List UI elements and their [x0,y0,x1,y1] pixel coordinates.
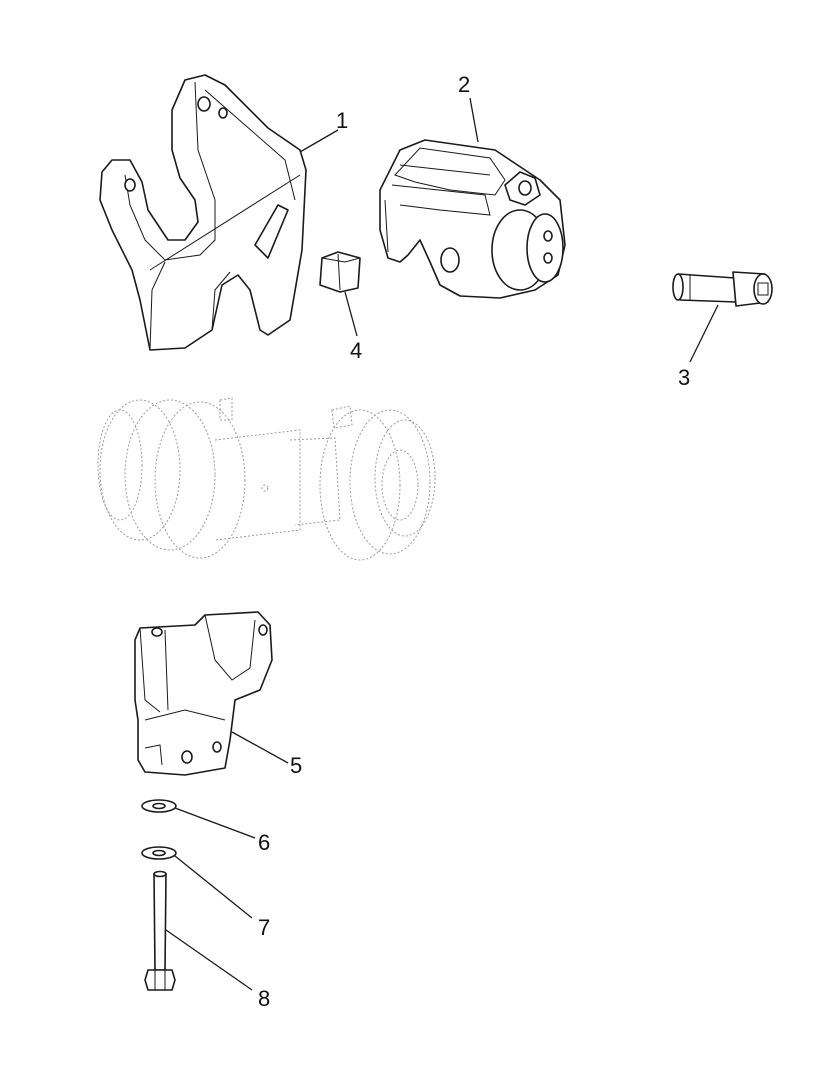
leader-5 [231,731,289,764]
part-2-brake-caliper [379,139,566,299]
callout-1: 1 [336,108,348,133]
part-8-hex-bolt [144,870,176,991]
part-4-bushing [319,251,361,293]
callout-5: 5 [290,753,302,778]
callout-8: 8 [258,986,270,1011]
part-1-caliper-bracket [99,74,307,351]
part-7-washer [141,846,177,860]
reference-axle-assembly [97,397,436,561]
leader-7 [174,855,253,919]
leader-3 [689,304,719,363]
part-6-washer [141,799,177,813]
part-5-lower-bracket [134,611,273,776]
leader-1 [299,129,339,153]
callout-3: 3 [678,365,690,390]
part-3-pin-bolt [672,271,773,307]
callout-4: 4 [350,338,362,363]
callout-2: 2 [458,72,470,97]
leader-lines [165,97,719,991]
leader-6 [174,807,256,839]
leader-4 [344,291,358,337]
callout-6: 6 [258,830,270,855]
leader-2 [469,97,479,143]
callout-labels: 1 2 3 4 5 6 7 8 [258,72,690,1011]
leader-8 [165,929,253,991]
callout-7: 7 [258,915,270,940]
